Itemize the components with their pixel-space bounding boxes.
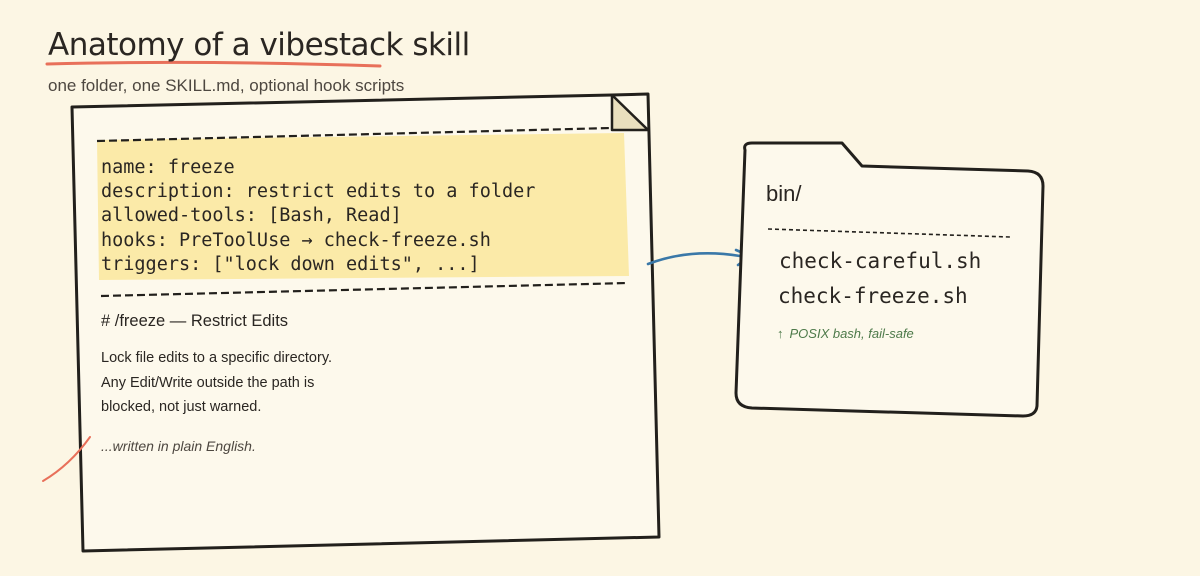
frontmatter-line-description: description: restrict edits to a folder — [101, 181, 536, 203]
frontmatter-block: name: freeze description: restrict edits… — [101, 156, 535, 277]
frontmatter-top-delimiter — [96, 126, 613, 143]
page-subtitle: one folder, one SKILL.md, optional hook … — [48, 76, 405, 95]
folder-note-text: POSIX bash, fail-safe — [789, 326, 914, 341]
bin-folder-label: bin/ — [766, 181, 802, 206]
skill-heading: # /freeze — Restrict Edits — [101, 312, 289, 330]
skill-body: Lock file edits to a specific directory.… — [101, 346, 332, 420]
file-check-careful: check-careful.sh — [779, 249, 982, 273]
frontmatter-line-name: name: freeze — [101, 157, 235, 178]
bin-folder-shape — [734, 141, 1045, 418]
frontmatter-line-triggers: triggers: ["lock down edits", ...] — [101, 253, 480, 275]
frontmatter-highlight — [97, 133, 629, 280]
frontmatter-bottom-delimiter — [100, 281, 629, 298]
skill-body-line: blocked, not just warned. — [101, 399, 262, 415]
file-check-freeze: check-freeze.sh — [778, 284, 968, 308]
frontmatter-line-hooks: hooks: PreToolUse → check-freeze.sh — [101, 229, 491, 251]
up-arrow-icon: ↑ — [777, 326, 784, 341]
folder-divider — [767, 228, 1011, 238]
dog-ear-fold — [610, 93, 650, 132]
connector-arrow — [646, 252, 742, 266]
frontmatter-line-allowed-tools: allowed-tools: [Bash, Read] — [101, 205, 402, 227]
margin-tick-mark — [42, 436, 91, 482]
folder-note: ↑ POSIX bash, fail-safe — [777, 326, 914, 341]
skill-body-line: Any Edit/Write outside the path is — [101, 374, 315, 391]
plain-english-note: ...written in plain English. — [101, 438, 256, 454]
title-underline — [45, 60, 382, 68]
page-title: Anatomy of a vibestack skill — [48, 27, 470, 63]
skill-body-line: Lock file edits to a specific directory. — [101, 350, 333, 366]
